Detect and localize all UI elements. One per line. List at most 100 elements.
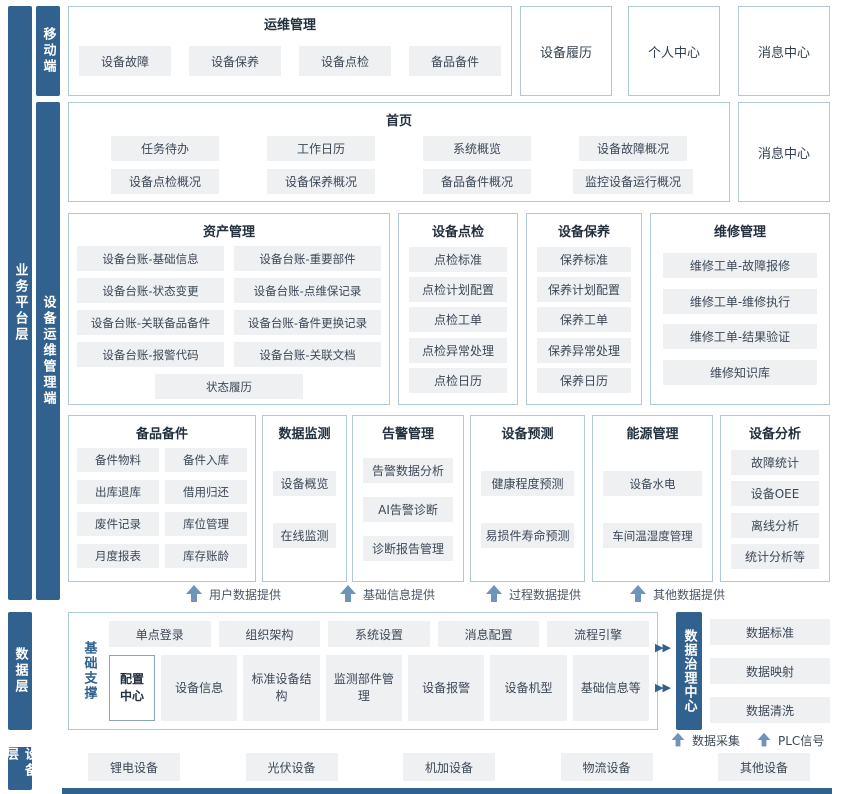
- device-layer-items: 锂电设备 光伏设备 机加设备 物流设备 其他设备: [68, 747, 830, 787]
- alarm-title: 告警管理: [381, 427, 434, 442]
- energy-items: 设备水电 车间温湿度管理: [593, 442, 712, 581]
- energy-title: 能源管理: [626, 427, 679, 442]
- spare-title: 备品备件: [135, 427, 188, 442]
- maintenance-chip: 保养异常处理: [537, 337, 631, 363]
- analysis-chip: 设备OEE: [731, 481, 819, 507]
- spare-chip: 借用归还: [165, 480, 247, 504]
- maintenance-chip: 保养计划配置: [537, 277, 631, 303]
- mobile-personal-center-panel: 个人中心: [628, 6, 720, 96]
- flow-label: 基础信息提供: [363, 587, 436, 602]
- analysis-chip: 统计分析等: [731, 543, 819, 569]
- home-items: 任务待办 工作日历 系统概览 设备故障概况 设备点检概况 设备保养概况 备品备件…: [69, 136, 729, 194]
- alarm-chip: 诊断报告管理: [363, 536, 453, 561]
- monitor-title: 数据监测: [278, 427, 331, 442]
- mobile-chip: 设备故障: [79, 46, 171, 76]
- predict-items: 健康程度预测 易损件寿命预测: [471, 442, 584, 581]
- layer-label-device: 设备层: [3, 747, 37, 790]
- inspection-items: 点检标准 点检计划配置 点检工单 点检异常处理 点检日历: [399, 240, 517, 404]
- predict-title: 设备预测: [501, 427, 554, 442]
- predict-chip: 易损件寿命预测: [481, 523, 574, 548]
- mobile-ops-panel: 运维管理 设备故障 设备保养 设备点检 备品备件: [68, 6, 512, 96]
- asset-chip: 设备台账-基础信息: [77, 246, 224, 271]
- spare-parts-panel: 备品备件 备件物料 备件入库 出库退库 借用归还 废件记录 库位管理 月度报表 …: [68, 415, 256, 582]
- maintenance-panel: 设备保养 保养标准 保养计划配置 保养工单 保养异常处理 保养日历: [526, 213, 642, 405]
- spare-chip: 库存账龄: [165, 544, 247, 568]
- support-chip: 组织架构: [218, 621, 321, 647]
- data-monitoring-panel: 数据监测 设备概览 在线监测: [262, 415, 347, 582]
- inspection-chip: 点检日历: [409, 367, 507, 393]
- home-chip: 设备保养概况: [267, 169, 375, 194]
- config-chip: 基础信息等: [572, 655, 649, 721]
- energy-management-panel: 能源管理 设备水电 车间温湿度管理: [592, 415, 713, 582]
- mobile-chip: 设备点检: [299, 46, 391, 76]
- home-chip: 设备点检概况: [111, 169, 219, 194]
- flow-label: 过程数据提供: [509, 587, 582, 602]
- maintenance-chip: 保养工单: [537, 307, 631, 333]
- asset-chip: 设备台账-状态变更: [77, 278, 224, 303]
- layer-label-business-platform: 业务平台层: [8, 6, 32, 600]
- up-arrow-icon: [340, 585, 356, 603]
- mobile-side-label: 移动端: [36, 6, 60, 96]
- spare-chip: 出库退库: [77, 480, 159, 504]
- spare-items: 备件物料 备件入库 出库退库 借用归还 废件记录 库位管理 月度报表 库存账龄: [69, 442, 255, 576]
- asset-chip: 状态履历: [155, 374, 303, 399]
- home-chip: 系统概览: [423, 136, 531, 161]
- asset-chip: 设备台账-关联备品备件: [77, 310, 224, 335]
- repair-chip: 维修工单-故障报修: [663, 252, 817, 278]
- home-chip: 监控设备运行概况: [572, 169, 693, 194]
- config-chip: 监测部件管理: [325, 655, 402, 721]
- up-arrow-icon: [630, 585, 646, 603]
- config-center-box: 配置中心: [109, 655, 155, 721]
- asset-chip: 设备台账-重要部件: [234, 246, 381, 271]
- mobile-chip: 备品备件: [409, 46, 501, 76]
- double-arrow-right-icon: ▶▶: [655, 641, 671, 654]
- flow-plc-signal: PLC信号: [756, 731, 824, 749]
- up-arrow-icon: [186, 585, 202, 603]
- home-panel: 首页 任务待办 工作日历 系统概览 设备故障概况 设备点检概况 设备保养概况 备…: [68, 102, 730, 202]
- repair-chip: 维修工单-维修执行: [663, 288, 817, 314]
- flow-label: PLC信号: [778, 733, 825, 748]
- device-chip: 机加设备: [403, 753, 495, 781]
- mobile-message-center-panel: 消息中心: [738, 6, 830, 96]
- asset-chip: 设备台账-备件更换记录: [234, 310, 381, 335]
- mobile-chip: 设备保养: [189, 46, 281, 76]
- prediction-panel: 设备预测 健康程度预测 易损件寿命预测: [470, 415, 585, 582]
- asset-items: 设备台账-基础信息 设备台账-重要部件 设备台账-状态变更 设备台账-点维保记录…: [69, 240, 389, 407]
- asset-management-panel: 资产管理 设备台账-基础信息 设备台账-重要部件 设备台账-状态变更 设备台账-…: [68, 213, 390, 405]
- support-chip: 系统设置: [328, 621, 430, 647]
- alarm-chip: AI告警诊断: [363, 497, 453, 522]
- analysis-chip: 故障统计: [731, 450, 819, 476]
- flow-other-data: 其他数据提供: [630, 585, 725, 603]
- spare-chip: 废件记录: [77, 512, 159, 536]
- maintenance-chip: 保养标准: [537, 247, 631, 273]
- asset-chip: 设备台账-关联文档: [234, 342, 381, 367]
- up-arrow-icon: [486, 585, 502, 603]
- support-row1: 单点登录 组织架构 系统设置 消息配置 流程引擎: [109, 621, 649, 647]
- governance-chip: 数据映射: [710, 658, 830, 684]
- pc-side-label: 设备运维管理端: [36, 102, 60, 600]
- home-chip: 备品备件概况: [423, 169, 531, 194]
- spare-chip: 库位管理: [165, 512, 247, 536]
- governance-chip: 数据标准: [710, 619, 830, 645]
- governance-chip: 数据清洗: [710, 697, 830, 723]
- inspection-chip: 点检计划配置: [409, 277, 507, 303]
- repair-chip: 维修工单-结果验证: [663, 324, 817, 350]
- layer-label-data: 数据层: [8, 612, 32, 730]
- device-chip: 其他设备: [718, 753, 810, 781]
- inspection-chip: 点检异常处理: [409, 337, 507, 363]
- analysis-items: 故障统计 设备OEE 离线分析 统计分析等: [721, 442, 829, 581]
- analysis-panel: 设备分析 故障统计 设备OEE 离线分析 统计分析等: [720, 415, 830, 582]
- inspection-panel: 设备点检 点检标准 点检计划配置 点检工单 点检异常处理 点检日历: [398, 213, 518, 405]
- support-chip: 单点登录: [109, 621, 211, 647]
- asset-chip: 设备台账-报警代码: [77, 342, 224, 367]
- bottom-accent-bar: [62, 788, 832, 794]
- inspection-title: 设备点检: [431, 225, 484, 240]
- config-chip: 设备报警: [407, 655, 485, 721]
- data-governance-items: 数据标准 数据映射 数据清洗: [710, 612, 830, 730]
- monitor-items: 设备概览 在线监测: [263, 442, 346, 581]
- flow-label: 数据采集: [692, 733, 741, 748]
- spare-chip: 月度报表: [77, 544, 159, 568]
- data-governance-label: 数据治理中心: [676, 612, 702, 730]
- device-chip: 光伏设备: [245, 753, 338, 781]
- energy-chip: 车间温湿度管理: [603, 523, 702, 548]
